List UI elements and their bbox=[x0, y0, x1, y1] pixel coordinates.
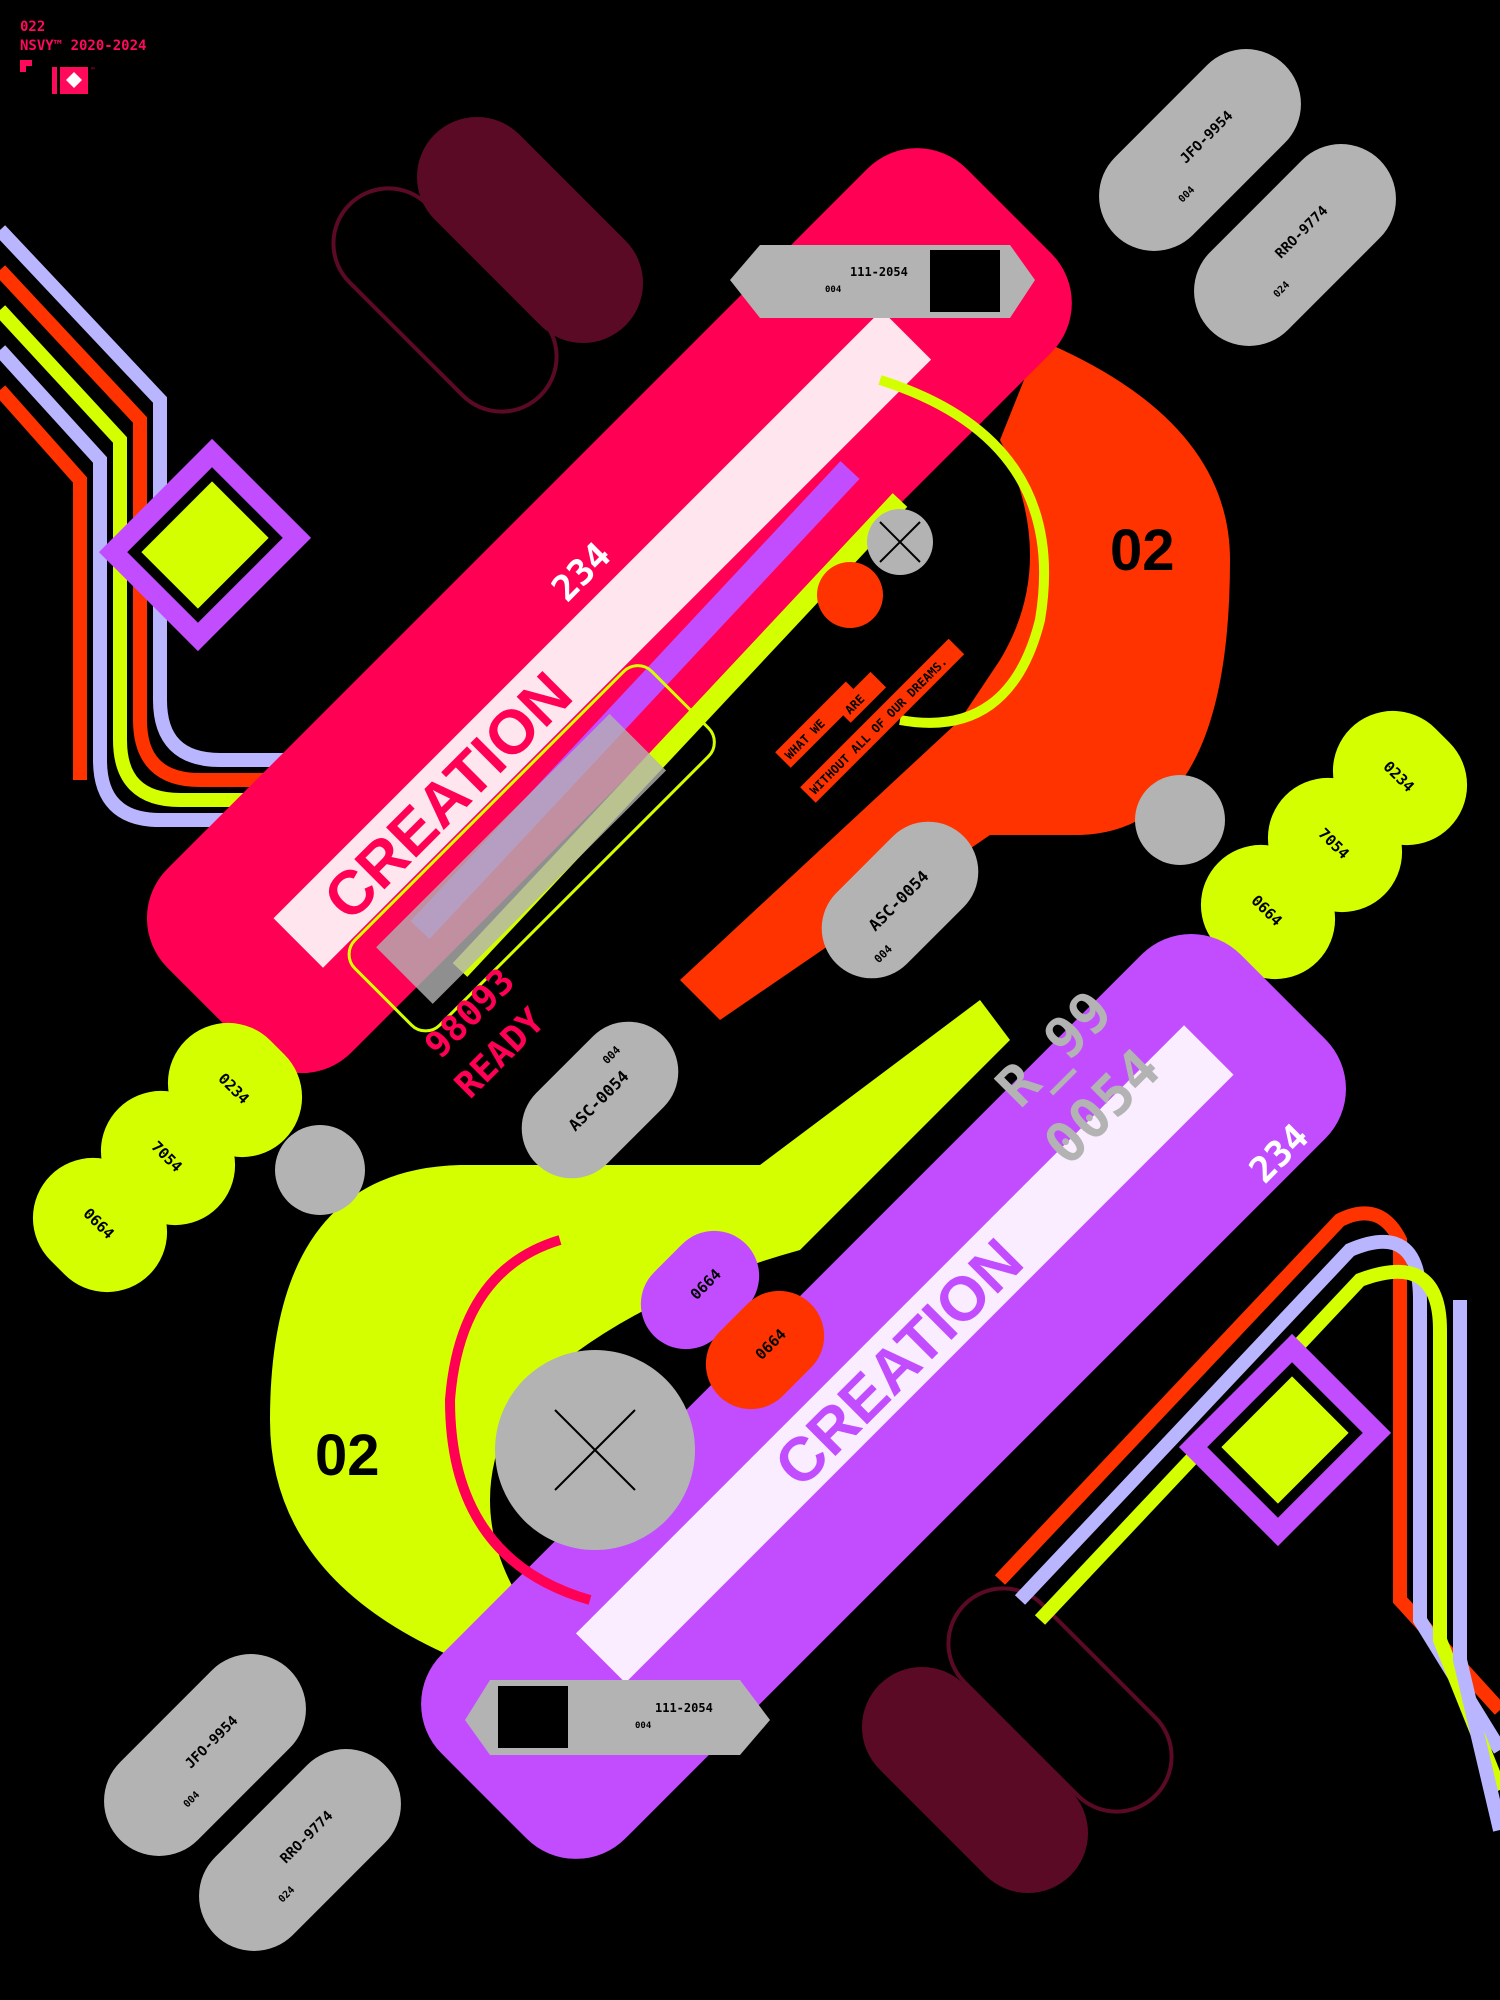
gray-circle-right bbox=[1135, 775, 1225, 865]
grid-panel-top bbox=[347, 664, 716, 1033]
maroon-pill-bottom bbox=[861, 1586, 1174, 1894]
panel-sub-top: 004 bbox=[825, 285, 842, 295]
top-left-chip bbox=[98, 438, 312, 652]
asc-tag-bottom: ASC-0054 004 bbox=[521, 1021, 679, 1179]
asc-tag-top: ASC-0054 004 bbox=[821, 821, 979, 979]
lime-body bbox=[270, 1000, 1010, 1660]
big-number-bottom: 02 bbox=[315, 1423, 380, 1488]
cross-icon bbox=[879, 521, 921, 563]
lime-pills-left: 0234 7054 0664 bbox=[32, 1022, 303, 1293]
bottom-code-panel: 111-2054 004 bbox=[465, 1680, 770, 1755]
top-left-stripes bbox=[0, 225, 540, 827]
bottom-right-stripes bbox=[994, 1206, 1500, 1832]
tag-jfo-bottom: JFO-9954 004 bbox=[104, 1654, 306, 1856]
bottom-right-chip bbox=[1178, 1333, 1392, 1547]
panel-code-bottom: 111-2054 bbox=[655, 1701, 713, 1715]
big-number-top: 02 bbox=[1110, 518, 1175, 583]
logo-tm: ™ bbox=[91, 67, 95, 74]
tag-jfo-top: JFO-9954 004 bbox=[1099, 49, 1301, 251]
mini-pill-purple: 0664 bbox=[640, 1230, 760, 1350]
brand-logo: ™ bbox=[20, 60, 95, 94]
orange-circle-top bbox=[817, 562, 883, 628]
inner-track-top bbox=[878, 375, 1049, 728]
gray-circle-left bbox=[275, 1125, 365, 1215]
lime-pills-right: 0234 7054 0664 bbox=[1200, 710, 1468, 980]
tag-rro-top: RRO-9774 024 bbox=[1194, 144, 1396, 346]
cross-icon bbox=[554, 1409, 636, 1491]
orange-body bbox=[680, 340, 1230, 1020]
maroon-pill-top bbox=[331, 116, 644, 414]
mini-pill-orange: 0664 bbox=[705, 1290, 825, 1410]
purple-body: CREATION 234 bbox=[421, 934, 1346, 1859]
tag-rro-bottom: RRO-9774 024 bbox=[199, 1749, 401, 1951]
brand-line: NSVY™ 2020-2024 bbox=[20, 38, 147, 54]
panel-sub-bottom: 004 bbox=[635, 1721, 652, 1731]
poster-number: 022 bbox=[20, 19, 46, 35]
panel-code-top: 111-2054 bbox=[850, 265, 908, 279]
top-code-panel: 111-2054 004 bbox=[730, 245, 1035, 318]
inner-track-bottom bbox=[444, 1235, 592, 1605]
poster-header: 022 NSVY™ 2020-2024 bbox=[20, 18, 146, 56]
